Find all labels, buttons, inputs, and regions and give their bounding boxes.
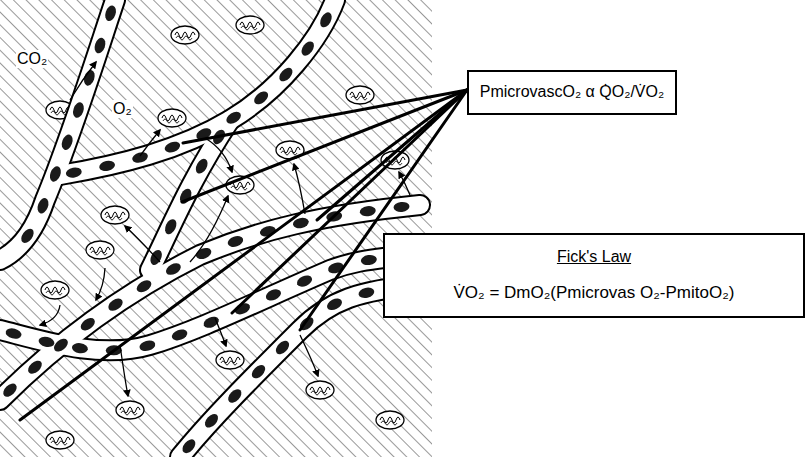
- red-blood-cell: [273, 338, 291, 356]
- red-blood-cell: [135, 278, 154, 295]
- red-blood-cell: [318, 10, 334, 29]
- red-blood-cell: [60, 133, 75, 151]
- red-blood-cell: [252, 89, 271, 107]
- red-blood-cell: [106, 296, 125, 313]
- equation-box: Fick's LawV̇O₂ = DmO₂(Pmicrovas O₂-Pmito…: [383, 233, 805, 318]
- red-blood-cell: [5, 327, 23, 341]
- red-blood-cell: [295, 273, 314, 289]
- red-blood-cell: [163, 140, 181, 155]
- red-blood-cell: [170, 327, 188, 342]
- red-blood-cell: [26, 358, 45, 376]
- red-blood-cell: [202, 315, 221, 330]
- red-blood-cell: [193, 157, 210, 176]
- red-blood-cell: [249, 362, 267, 380]
- red-blood-cell: [71, 342, 88, 354]
- red-blood-cell: [178, 187, 194, 206]
- red-blood-cell: [52, 336, 71, 354]
- red-blood-cell: [277, 65, 295, 84]
- leader-line: [182, 90, 467, 202]
- red-blood-cell: [131, 151, 149, 165]
- red-blood-cell: [224, 109, 243, 126]
- red-blood-cell: [360, 254, 377, 266]
- red-blood-cell: [36, 196, 51, 214]
- ratio-box: PmicrovascO₂ α Q̇O₂/V̇O₂: [467, 70, 677, 115]
- red-blood-cell: [325, 296, 344, 312]
- box-equation: V̇O₂ = DmO₂(Pmicrovas O₂-PmitoO₂): [454, 282, 735, 304]
- red-blood-cell: [226, 234, 244, 249]
- red-blood-cell: [78, 316, 97, 334]
- box-heading: Fick's Law: [557, 247, 631, 268]
- red-blood-cell: [93, 36, 107, 54]
- box-heading: PmicrovascO₂ α Q̇O₂/V̇O₂: [480, 82, 664, 103]
- gas-label: O₂: [112, 100, 133, 118]
- red-blood-cell: [164, 261, 183, 277]
- red-blood-cell: [71, 101, 86, 119]
- red-blood-cell: [38, 335, 56, 348]
- red-blood-cell: [357, 286, 375, 299]
- red-blood-cell: [103, 4, 118, 22]
- red-blood-cell: [299, 39, 317, 58]
- red-blood-cell: [1, 381, 19, 399]
- red-blood-cell: [19, 226, 36, 245]
- red-blood-cell: [226, 387, 244, 405]
- red-blood-cell: [163, 217, 179, 236]
- red-blood-cell: [48, 165, 63, 184]
- red-blood-cell: [65, 166, 83, 179]
- red-blood-cell: [180, 437, 198, 456]
- red-blood-cell: [138, 339, 156, 353]
- red-blood-cell: [359, 205, 376, 217]
- red-blood-cell: [202, 411, 220, 430]
- red-blood-cell: [264, 287, 283, 303]
- red-blood-cell: [393, 201, 410, 213]
- red-blood-cell: [98, 159, 116, 172]
- gas-label: CO₂: [16, 50, 48, 68]
- leader-line: [183, 90, 467, 143]
